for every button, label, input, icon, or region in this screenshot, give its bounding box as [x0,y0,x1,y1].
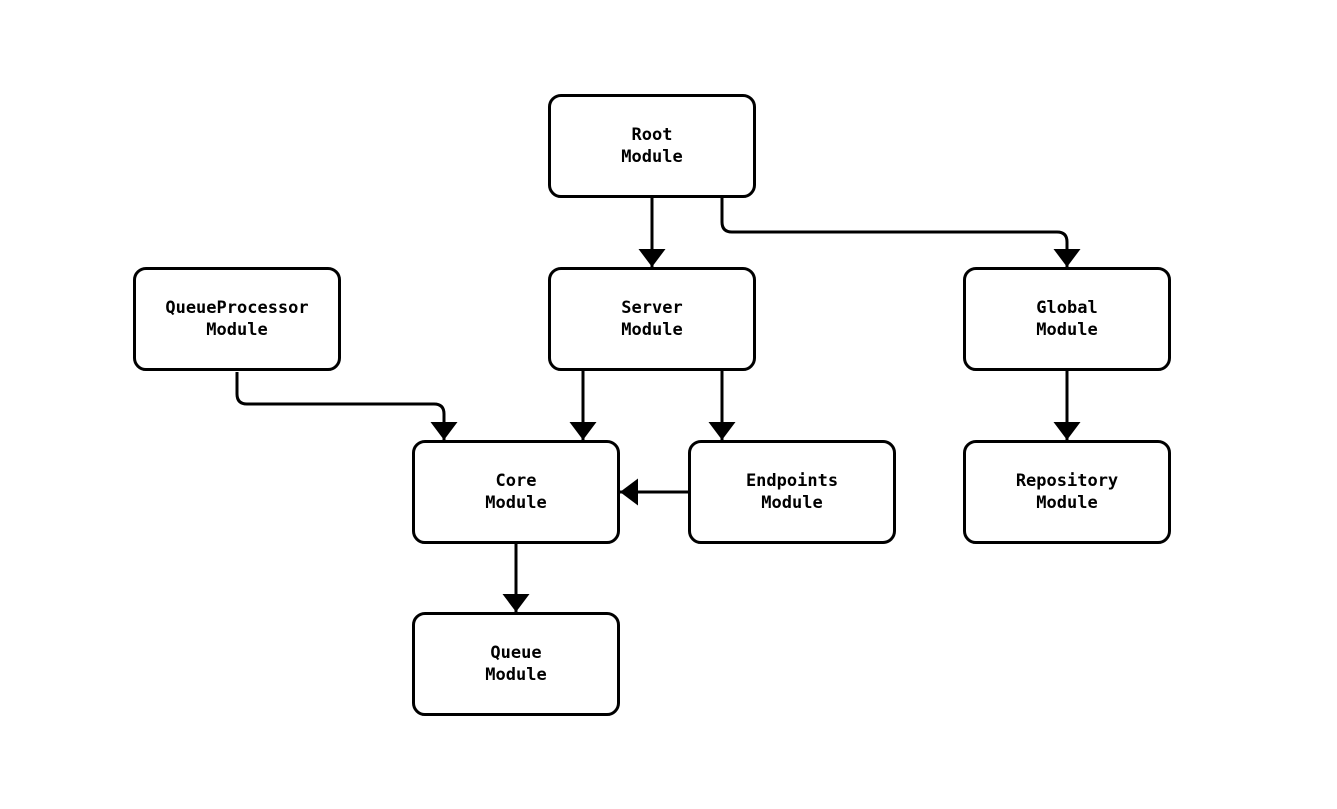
node-label-line: QueueProcessor [165,298,309,318]
node-label-line: Endpoints [745,471,839,491]
node-queueprocessor-module: QueueProcessor Module [133,267,341,371]
node-label-line: Module [485,665,547,685]
node-label-line: Module [1036,320,1098,340]
node-label-line: Queue [490,643,542,663]
node-label-line: Module [1036,493,1098,513]
node-endpoints-module: Endpoints Module [688,440,896,544]
node-label-line: Module [621,147,683,167]
edge-root-to-global [720,198,1081,267]
node-global-module: Global Module [963,267,1171,371]
node-label-line: Module [621,320,683,340]
node-core-module: Core Module [412,440,620,544]
node-root-module: Root Module [548,94,756,198]
node-repository-module: Repository Module [963,440,1171,544]
node-label-line: Module [206,320,268,340]
node-label-line: Server [621,298,683,318]
node-label-line: Global [1036,298,1098,318]
node-label-line: Module [761,493,823,513]
edge-queueprocessor-to-core [235,372,458,440]
node-queue-module: Queue Module [412,612,620,716]
node-label-line: Root [631,125,673,145]
node-server-module: Server Module [548,267,756,371]
node-label-line: Repository [1015,471,1119,491]
node-label-line: Module [485,493,547,513]
node-label-line: Core [495,471,537,491]
